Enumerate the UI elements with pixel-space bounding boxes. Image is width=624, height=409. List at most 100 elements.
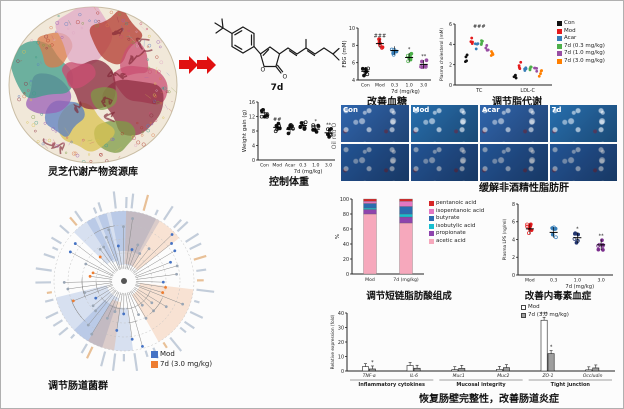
legend-item: Acar: [557, 35, 605, 42]
histology-tile: 7d: [549, 105, 617, 142]
legend-item: propionate: [429, 230, 484, 237]
svg-text:2: 2: [449, 62, 452, 68]
legend-swatch: [521, 312, 526, 318]
svg-text:7d (mg/kg): 7d (mg/kg): [393, 277, 419, 283]
svg-text:0: 0: [449, 83, 452, 89]
histology-tile: Acar: [480, 105, 548, 142]
svg-text:7d (mg/kg): 7d (mg/kg): [294, 169, 323, 175]
svg-text:LDL-C: LDL-C: [520, 88, 535, 94]
svg-text:0: 0: [512, 273, 515, 279]
caption-liver: 缓解非酒精性脂肪肝: [479, 183, 569, 194]
svg-text:*: *: [576, 226, 579, 232]
tile-label: Acar: [482, 106, 500, 114]
legend-swatch: [557, 28, 562, 34]
liver-histology-panel: Con Mod Acar 7d: [341, 105, 617, 181]
microbiota-cladogram: [6, 189, 246, 379]
legend-swatch: [557, 43, 562, 49]
legend-label: pentanoic acid: [436, 200, 477, 206]
svg-text:0.3: 0.3: [550, 278, 557, 284]
compound-label: 7d: [270, 83, 284, 93]
svg-text:4: 4: [252, 143, 255, 149]
svg-text:Con: Con: [260, 163, 269, 169]
legend-label: Con: [564, 20, 575, 26]
caption-weight: 控制体重: [269, 177, 309, 188]
legend-swatch: [429, 223, 434, 229]
svg-text:Inflammatory cytokines: Inflammatory cytokines: [358, 382, 425, 388]
svg-text:40: 40: [338, 311, 344, 317]
legend-label: isobutylic acid: [436, 222, 476, 229]
legend-label: Mod: [564, 27, 576, 34]
svg-text:4: 4: [352, 78, 355, 84]
legend-label: propionate: [436, 230, 466, 236]
svg-text:Plasma LPS (ng/ml): Plasma LPS (ng/ml): [502, 218, 508, 260]
legend-label: Acar: [564, 35, 577, 41]
legend-item: 7d (0.3 mg/kg): [557, 43, 605, 50]
svg-text:8: 8: [512, 202, 515, 208]
svg-text:2: 2: [512, 255, 515, 261]
caption-glucose: 改善血糖: [367, 97, 407, 108]
svg-text:0: 0: [341, 369, 344, 375]
svg-text:8: 8: [352, 43, 355, 49]
svg-text:Con: Con: [361, 83, 370, 89]
legend-label: 7d (1.0 mg/kg): [564, 50, 605, 56]
svg-text:Mod: Mod: [525, 278, 535, 284]
svg-text:**: **: [599, 234, 605, 240]
legend-item: 7d (3.0 mg/kg): [151, 361, 212, 368]
svg-text:30: 30: [338, 325, 344, 331]
legend-swatch: [429, 208, 434, 214]
svg-text:##: ##: [273, 117, 281, 123]
ring-oxygen-label: O: [261, 67, 266, 74]
svg-text:7d (mg/kg): 7d (mg/kg): [391, 89, 420, 95]
svg-text:1.0: 1.0: [405, 83, 412, 89]
legend-swatch: [429, 216, 434, 222]
legend-item: 7d (3.0 mg/kg): [557, 57, 605, 65]
legend-swatch: [557, 36, 562, 42]
svg-text:6: 6: [352, 60, 355, 66]
legend-item: Mod: [557, 27, 605, 35]
svg-text:0: 0: [252, 158, 255, 164]
tile-label: 7d: [551, 106, 562, 114]
svg-text:***: ***: [540, 311, 548, 317]
legend-label: isopentanoic acid: [436, 207, 485, 214]
svg-text:6: 6: [449, 22, 452, 28]
svg-text:6: 6: [512, 220, 515, 226]
svg-text:0.3: 0.3: [391, 83, 398, 89]
svg-text:Weight gain (g): Weight gain (g): [242, 110, 248, 152]
legend-item: butyrate: [429, 215, 484, 222]
svg-text:0: 0: [346, 272, 349, 278]
svg-text:Mucosal integrity: Mucosal integrity: [456, 382, 506, 388]
svg-text:Occludin: Occludin: [583, 373, 603, 379]
svg-text:100: 100: [340, 197, 349, 203]
svg-text:%: %: [335, 234, 341, 239]
metabolite-library-art: [8, 6, 178, 164]
svg-text:*: *: [408, 47, 411, 53]
svg-text:10: 10: [338, 354, 344, 360]
legend-item: acetic acid: [429, 238, 484, 245]
svg-text:Muc2: Muc2: [497, 373, 509, 379]
caption-lps: 改善内毒素血症: [524, 291, 592, 302]
red-arrow-icon: [179, 55, 198, 74]
legend-label: 7d (3.0 mg/kg): [528, 311, 569, 318]
legend-label: 7d (3.0 mg/kg): [564, 57, 605, 64]
red-arrow-icon: [197, 55, 216, 74]
legend-item: Con: [557, 20, 605, 27]
svg-text:*: *: [550, 345, 553, 351]
histology-tile: [410, 144, 478, 181]
svg-text:Relative expression (fold): Relative expression (fold): [330, 314, 336, 369]
caption-scfa: 调节短链脂肪酸组成: [366, 291, 452, 302]
legend-swatch: [429, 238, 434, 244]
caption-lipid: 调节脂代谢: [492, 97, 542, 108]
svg-text:TNF-α: TNF-α: [363, 373, 376, 379]
svg-text:Plasma cholesterol (mM): Plasma cholesterol (mM): [439, 28, 445, 81]
svg-text:12: 12: [249, 114, 255, 120]
svg-text:1.0: 1.0: [574, 278, 581, 284]
legend-item: isobutylic acid: [429, 222, 484, 230]
svg-text:4: 4: [449, 42, 452, 48]
